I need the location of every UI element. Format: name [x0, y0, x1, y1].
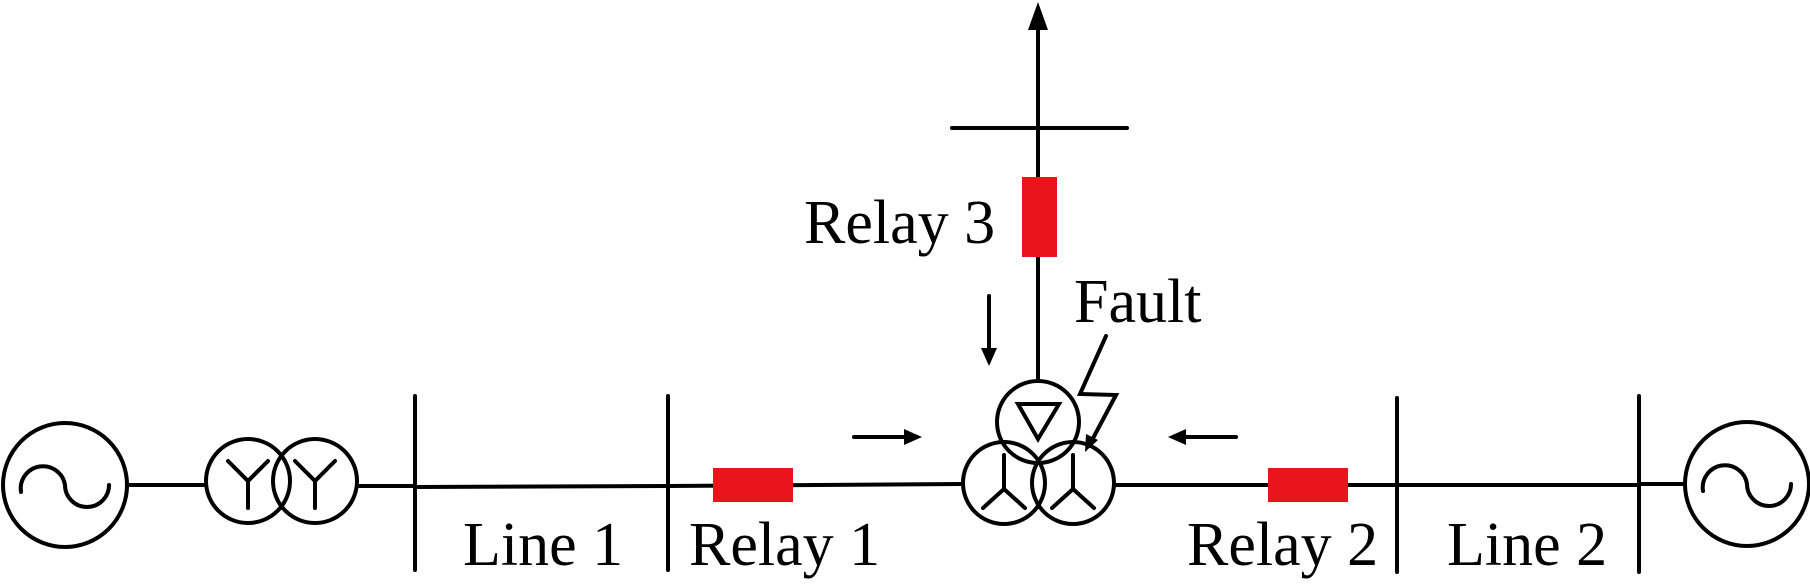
generator-left	[1, 421, 129, 549]
relay-3[interactable]	[1022, 177, 1057, 257]
relay-3-label: Relay 3	[804, 189, 995, 257]
line-2-label: Line 2	[1447, 511, 1607, 579]
fault-label: Fault	[1074, 268, 1201, 336]
relay-2-label: Relay 2	[1187, 511, 1378, 579]
connection-wire	[666, 482, 964, 488]
wye-icon	[1050, 453, 1096, 510]
arrow-left-icon	[1168, 429, 1238, 445]
arrow-down-icon	[981, 294, 997, 366]
transformer-winding-icon	[995, 379, 1081, 465]
transformer-winding-icon	[271, 437, 359, 525]
transformer-left	[204, 437, 359, 525]
sine-wave-icon	[1700, 463, 1793, 508]
wye-icon	[226, 459, 270, 510]
wye-icon	[293, 459, 337, 510]
transformer-center	[961, 379, 1116, 526]
transformer-winding-icon	[204, 437, 292, 525]
load-arrow-icon	[1028, 2, 1048, 30]
transformer-winding-icon	[1030, 440, 1116, 526]
generator-right	[1683, 420, 1810, 548]
relay-1[interactable]	[713, 468, 793, 502]
delta-icon	[1014, 402, 1063, 443]
wye-icon	[981, 453, 1027, 510]
line-1	[413, 484, 670, 489]
relay-2[interactable]	[1268, 468, 1348, 502]
relay-1-label: Relay 1	[689, 511, 880, 579]
line-1-label: Line 1	[463, 511, 623, 579]
transformer-winding-icon	[961, 440, 1047, 526]
arrow-right-icon	[852, 429, 922, 445]
sine-wave-icon	[18, 464, 111, 509]
fault-lightning-icon	[1076, 334, 1120, 452]
